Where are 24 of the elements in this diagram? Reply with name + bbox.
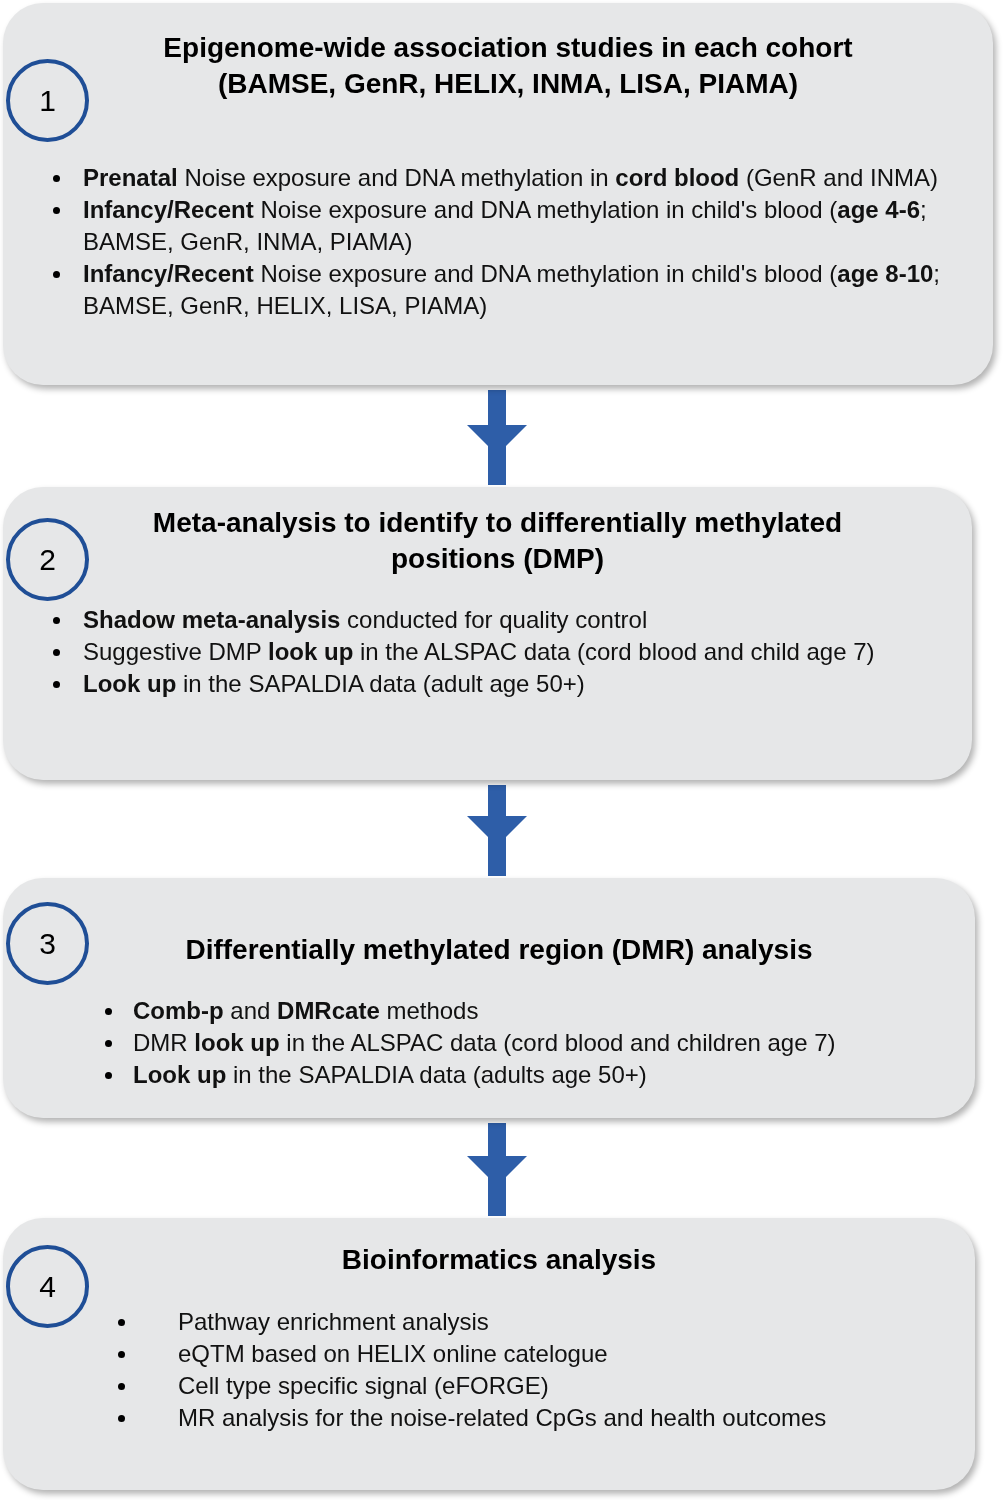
down-arrow — [467, 390, 527, 485]
bullet-text: Infancy/Recent Noise exposure and DNA methylation in child's blood (age 4-6; BAMSE, GenR, INMA, PIAMA) — [83, 195, 928, 257]
bullet-text: Suggestive DMP look up in the ALSPAC data (cord blood and child age 7) — [83, 637, 875, 667]
bullet-text: Prenatal Noise exposure and DNA methylation in cord blood (GenR and INMA) — [83, 163, 938, 193]
bullet-text: eQTM based on HELIX online catelogue — [178, 1339, 608, 1369]
bullet-text: Look up in the SAPALDIA data (adult age 50+) — [83, 669, 585, 699]
bullet-text: Comb-p and DMRcate methods — [133, 996, 479, 1026]
bullet-text: DMR look up in the ALSPAC data (cord blood and children age 7) — [133, 1028, 836, 1058]
bullet-text: Cell type specific signal (eFORGE) — [178, 1371, 549, 1401]
step-panel — [3, 487, 972, 780]
step-heading: Bioinformatics analysis — [340, 1243, 658, 1277]
step-panel — [3, 3, 993, 385]
bullet-text: Look up in the SAPALDIA data (adults age 50+) — [133, 1060, 647, 1090]
step-panel — [3, 1218, 975, 1490]
step-heading: Differentially methylated region (DMR) analysis — [184, 933, 814, 967]
bullet-text: MR analysis for the noise-related CpGs and health outcomes — [178, 1403, 827, 1433]
step-panel — [3, 878, 975, 1118]
step-heading: Meta-analysis to identify to differentially methylated positions (DMP) — [151, 506, 844, 576]
bullet-text: Infancy/Recent Noise exposure and DNA methylation in child's blood (age 8-10; BAMSE, GenR, HELIX, LISA, PIAMA) — [83, 259, 941, 321]
bullet-text: Shadow meta-analysis conducted for quality control — [83, 605, 648, 635]
down-arrow — [467, 1123, 527, 1216]
step-heading: Epigenome-wide association studies in each cohort (BAMSE, GenR, HELIX, INMA, LISA, PIAMA) — [162, 31, 854, 101]
bullet-text: Pathway enrichment analysis — [178, 1307, 489, 1337]
down-arrow — [467, 785, 527, 876]
